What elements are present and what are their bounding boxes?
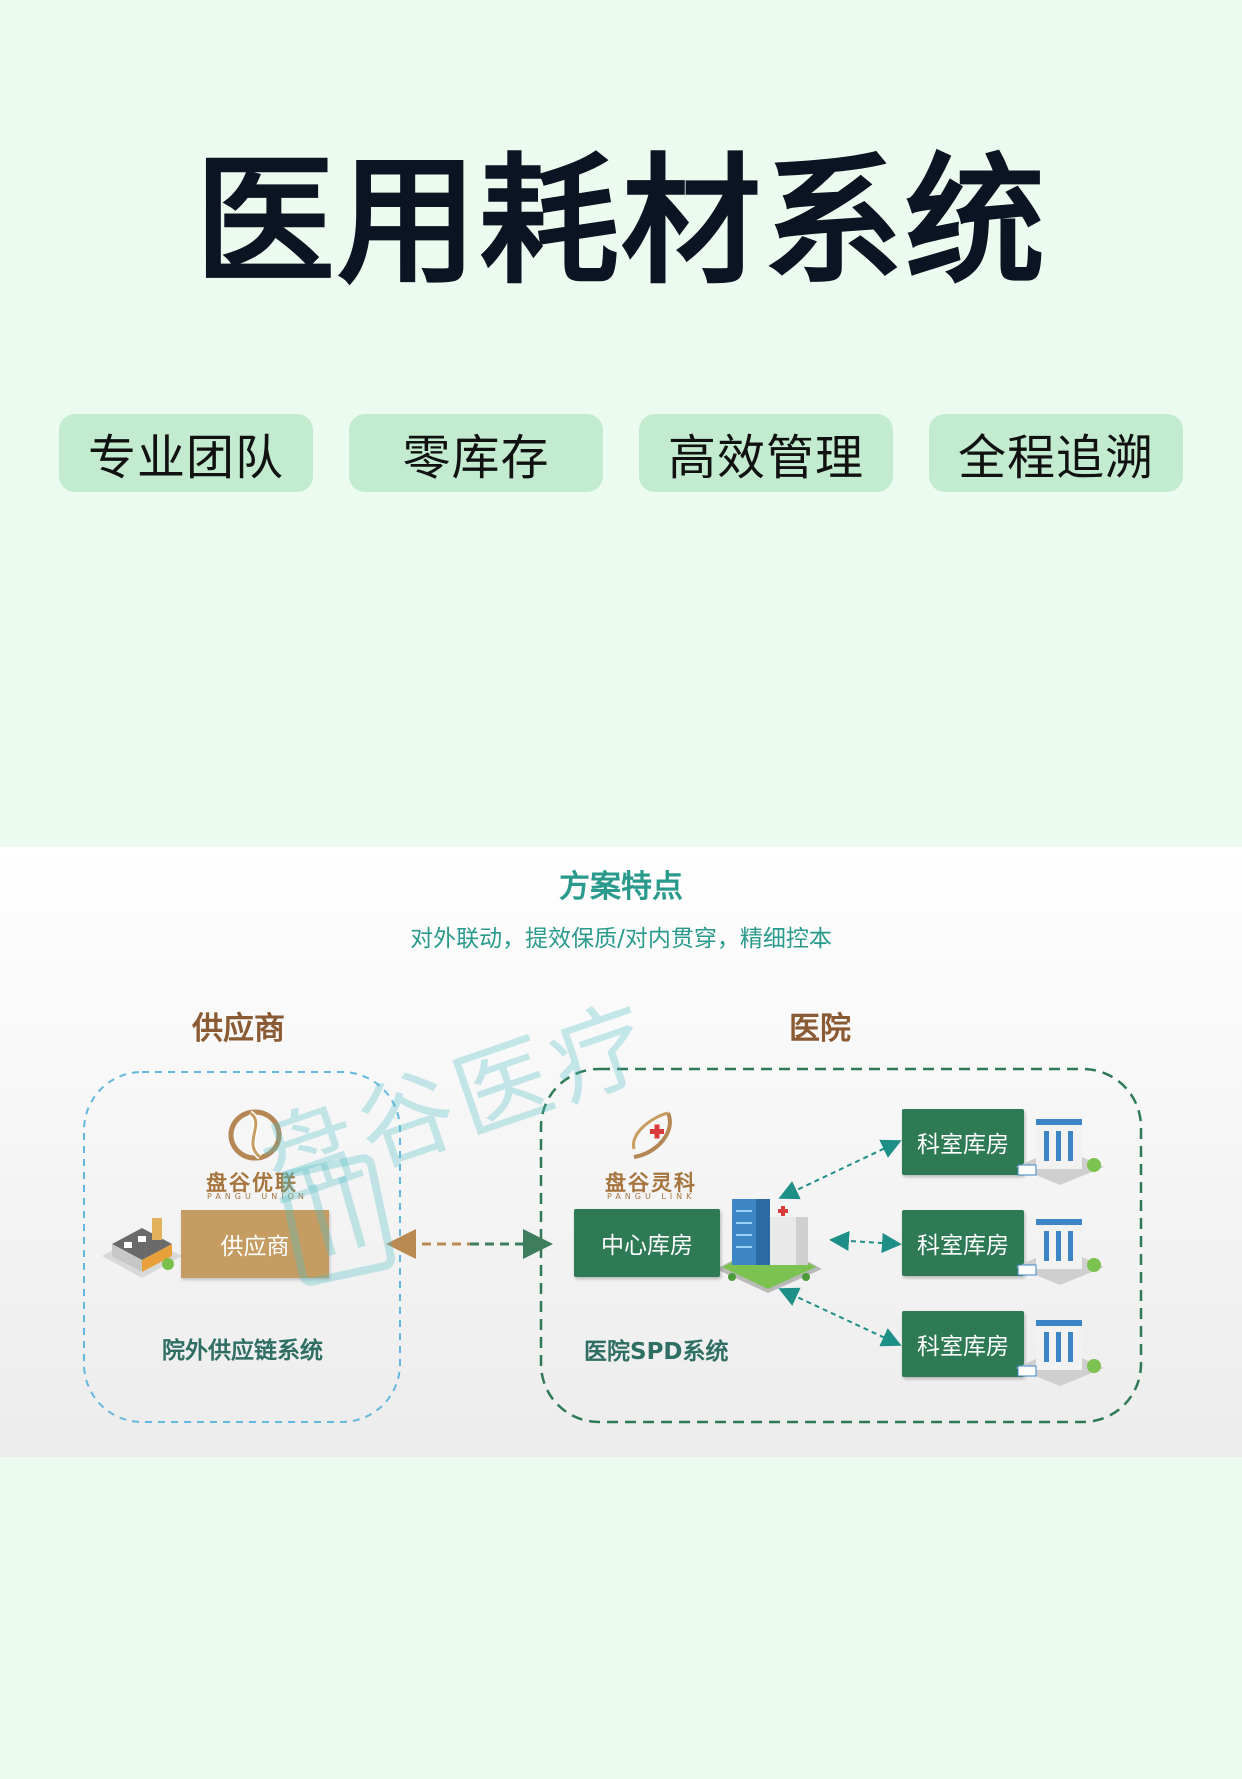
link-dept-1 bbox=[778, 1139, 902, 1200]
tag-full-traceability: 全程追溯 bbox=[929, 414, 1183, 492]
link-dept-2 bbox=[829, 1231, 902, 1253]
supplier-system-label: 院外供应链系统 bbox=[162, 1338, 323, 1364]
dept-building-icon-3 bbox=[1016, 1320, 1104, 1386]
hospital-system-label: 医院SPD系统 bbox=[584, 1339, 729, 1365]
hospital-building-icon bbox=[716, 1199, 822, 1293]
hospital-boundary bbox=[539, 1067, 1143, 1424]
pangu-union-logo-icon bbox=[228, 1109, 282, 1161]
supplier-warehouse-icon bbox=[102, 1218, 182, 1278]
pangu-union-logo-text: 盘谷优联 bbox=[206, 1171, 298, 1195]
dept-warehouse-2: 科室库房 bbox=[902, 1210, 1024, 1276]
central-warehouse-box: 中心库房 bbox=[574, 1209, 720, 1277]
page-title: 医用耗材系统 bbox=[194, 141, 1047, 304]
hospital-label: 医院 bbox=[789, 1011, 851, 1047]
pangu-link-logo-subtext: PANGU LINK bbox=[607, 1192, 696, 1201]
pangu-link-logo-icon bbox=[632, 1111, 672, 1159]
supplier-box: 供应商 bbox=[181, 1210, 329, 1278]
link-dept-3 bbox=[778, 1287, 902, 1347]
dept-warehouse-3: 科室库房 bbox=[902, 1311, 1024, 1377]
diagram-connectors bbox=[83, 1067, 1143, 1424]
tag-efficient-management: 高效管理 bbox=[639, 414, 893, 492]
diagram-heading: 方案特点 bbox=[559, 869, 683, 905]
pangu-union-logo-subtext: PANGU UNION bbox=[207, 1192, 308, 1201]
dept-building-icon-1 bbox=[1016, 1119, 1104, 1185]
dept-building-icon-2 bbox=[1016, 1219, 1104, 1285]
watermark-logo-icon bbox=[282, 1154, 395, 1286]
tag-team: 专业团队 bbox=[59, 414, 313, 492]
supplier-label: 供应商 bbox=[192, 1011, 285, 1047]
solution-diagram: 方案特点 对外联动，提效保质/对内贯穿，精细控本 供应商 医院 盘谷优联 PAN… bbox=[0, 847, 1242, 1457]
tag-zero-inventory: 零库存 bbox=[349, 414, 603, 492]
pangu-link-logo-text: 盘谷灵科 bbox=[605, 1171, 697, 1195]
dept-warehouse-1: 科室库房 bbox=[902, 1109, 1024, 1175]
diagram-subheading: 对外联动，提效保质/对内贯穿，精细控本 bbox=[410, 926, 832, 952]
